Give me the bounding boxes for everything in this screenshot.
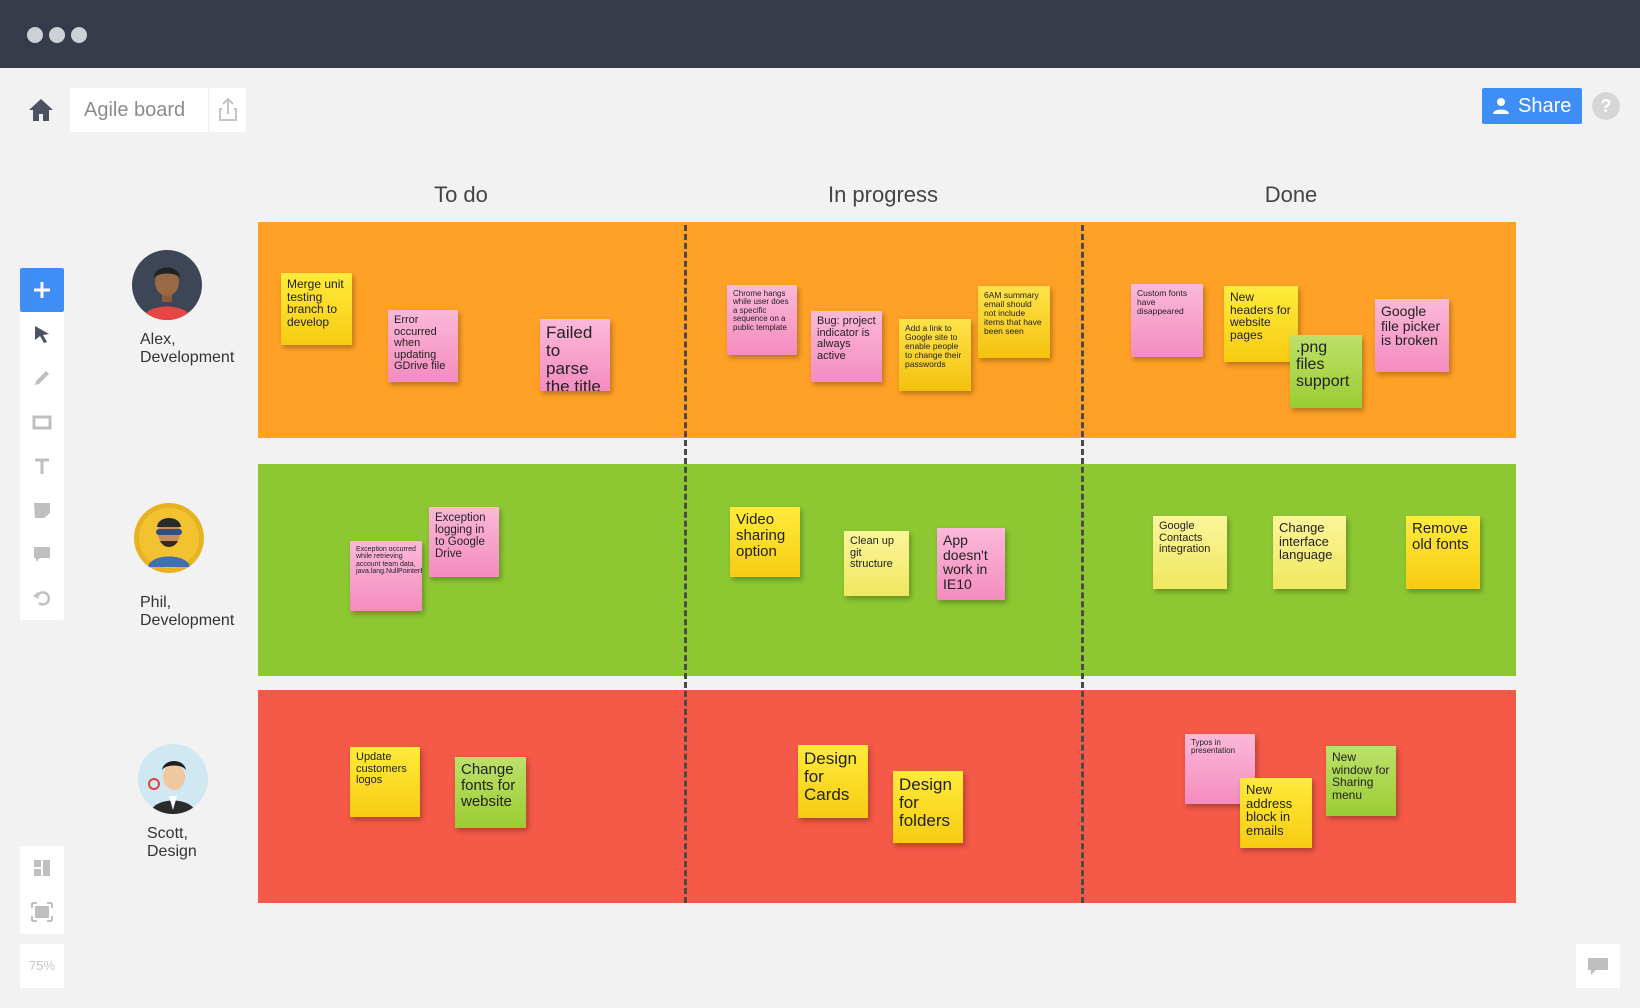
column-divider (684, 225, 687, 903)
sticky-note[interactable]: Exception occurred while retrieving acco… (350, 541, 422, 611)
select-arrow-icon[interactable] (20, 312, 64, 356)
undo-icon[interactable] (20, 576, 64, 620)
tool-panel (20, 268, 64, 620)
view-panel (20, 846, 64, 934)
sticky-note[interactable]: Bug: project indicator is always active (811, 311, 882, 382)
chat-icon[interactable] (1576, 944, 1620, 988)
sticky-note[interactable]: New address block in emails (1240, 778, 1312, 848)
sticky-note[interactable]: Change fonts for website (455, 757, 526, 828)
column-header-in-progress: In progress (827, 182, 939, 207)
window-dot[interactable] (49, 27, 65, 43)
sticky-note[interactable]: Exception logging in to Google Drive (429, 507, 499, 577)
sticky-note[interactable]: New window for Sharing menu (1326, 746, 1396, 816)
comment-icon[interactable] (20, 532, 64, 576)
sticky-note[interactable]: App doesn't work in IE10 (937, 528, 1005, 600)
member-name-scott: Scott, Design (147, 825, 197, 860)
export-icon[interactable] (208, 88, 246, 132)
board-title[interactable]: Agile board (84, 99, 186, 121)
help-button[interactable]: ? (1592, 92, 1620, 120)
zoom-level[interactable]: 75% (20, 944, 64, 988)
share-label: Share (1518, 95, 1572, 117)
column-divider (1081, 225, 1084, 903)
member-name-alex: Alex, Development (140, 331, 235, 366)
sticky-note[interactable]: Change interface language (1273, 516, 1346, 589)
pen-icon[interactable] (20, 356, 64, 400)
board-title-box[interactable]: Agile board (70, 88, 246, 132)
sticky-note[interactable]: Merge unit testing branch to develop (281, 273, 352, 345)
avatar-phil[interactable] (134, 503, 204, 573)
avatar-scott[interactable] (138, 744, 208, 814)
window-dot[interactable] (71, 27, 87, 43)
sticky-note[interactable]: Google Contacts integration (1153, 516, 1227, 589)
sticky-note[interactable]: 6AM summary email should not include ite… (978, 286, 1050, 358)
sticky-note[interactable]: New headers for website pages (1224, 286, 1298, 362)
sticky-note[interactable]: Add a link to Google site to enable peop… (899, 319, 971, 391)
sticky-note[interactable]: Google file picker is broken (1375, 299, 1449, 372)
home-icon[interactable] (26, 96, 56, 124)
sticky-note[interactable]: Update customers logos (350, 747, 420, 817)
rectangle-icon[interactable] (20, 400, 64, 444)
sticky-note[interactable]: Design for folders (893, 771, 963, 843)
fit-screen-icon[interactable] (20, 890, 64, 934)
sticky-note[interactable]: Failed to parse the title (540, 319, 610, 391)
column-header-todo: To do (434, 182, 488, 207)
sticky-note-icon[interactable] (20, 488, 64, 532)
sticky-note[interactable]: Remove old fonts (1406, 516, 1480, 589)
sticky-note[interactable]: Video sharing option (730, 507, 800, 577)
sticky-note[interactable]: Chrome hangs while user does a specific … (727, 285, 797, 355)
window-titlebar (0, 0, 1640, 68)
share-button[interactable]: Share (1482, 88, 1582, 124)
add-icon[interactable] (20, 268, 64, 312)
sticky-note[interactable]: Custom fonts have disappeared (1131, 284, 1203, 357)
sticky-note[interactable]: .png files support (1290, 335, 1362, 408)
text-icon[interactable] (20, 444, 64, 488)
window-dot[interactable] (27, 27, 43, 43)
column-header-done: Done (1264, 182, 1318, 207)
user-icon (1493, 98, 1509, 114)
sticky-note[interactable]: Error occurred when updating GDrive file (388, 310, 458, 382)
sticky-note[interactable]: Clean up git structure (844, 531, 909, 596)
layout-icon[interactable] (20, 846, 64, 890)
avatar-alex[interactable] (132, 250, 202, 320)
sticky-note[interactable]: Design for Cards (798, 745, 868, 818)
member-name-phil: Phil, Development (140, 594, 235, 629)
